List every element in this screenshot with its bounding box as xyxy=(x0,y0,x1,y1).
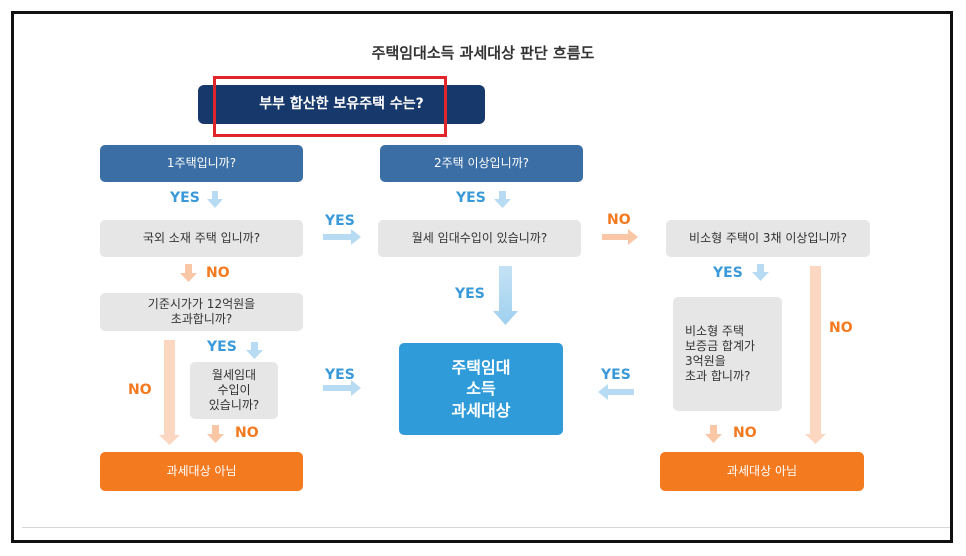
arrow-down-no-right xyxy=(705,425,722,443)
arrow-down-yes-2 xyxy=(246,342,263,359)
arrow-down-yes-1 xyxy=(207,191,223,208)
label-yes-top-right: YES xyxy=(325,213,355,229)
label-no-2: NO xyxy=(235,425,259,441)
overseas-house-question: 국외 소재 주택 입니까? xyxy=(100,220,303,257)
label-no-mid: NO xyxy=(607,212,631,228)
two-plus-houses-question: 2주택 이상입니까? xyxy=(380,145,583,182)
arrow-down-yes-right xyxy=(752,264,769,281)
price-over-1.2b-question: 기준시가가 12억원을 초과합니까? xyxy=(100,293,303,331)
arrow-down-no-1 xyxy=(180,264,197,282)
diagram-title: 주택임대소득 과세대상 판단 흐름도 xyxy=(371,44,595,62)
three-plus-non-small-question: 비소형 주택이 3채 이상입니까? xyxy=(666,220,870,257)
start-question: 부부 합산한 보유주택 수는? xyxy=(198,85,485,124)
monthly-rent-question-left: 월세임대 수입이 있습니까? xyxy=(190,362,278,419)
label-yes-mid-long: YES xyxy=(455,286,485,302)
arrow-right-yes-left xyxy=(323,380,361,396)
label-yes-2: YES xyxy=(207,339,237,355)
arrow-down-yes-mid xyxy=(494,191,511,208)
arrow-long-no-right xyxy=(805,266,826,444)
label-no-long-left: NO xyxy=(128,382,152,398)
deposit-over-300m-question: 비소형 주택 보증금 합계가 3억원을 초과 합니까? xyxy=(673,297,782,411)
arrow-long-yes-mid xyxy=(493,266,518,325)
arrow-down-no-2 xyxy=(207,425,224,443)
label-yes-right-left: YES xyxy=(601,367,631,383)
monthly-rent-question-mid: 월세 임대수입이 있습니까? xyxy=(378,220,581,257)
label-no-1: NO xyxy=(206,265,230,281)
bottom-divider xyxy=(22,527,950,528)
label-no-right: NO xyxy=(733,425,757,441)
arrow-right-yes-top xyxy=(323,229,361,245)
label-yes-mid: YES xyxy=(456,190,486,206)
arrow-long-no-left xyxy=(159,340,180,445)
arrow-left-yes-right xyxy=(598,384,634,400)
one-house-question: 1주택입니까? xyxy=(100,145,303,182)
label-yes-right: YES xyxy=(713,265,743,281)
arrow-right-no xyxy=(602,229,638,245)
not-taxable-right: 과세대상 아님 xyxy=(660,452,864,491)
label-no-long-right: NO xyxy=(829,320,853,336)
highlight-frame xyxy=(213,76,447,137)
not-taxable-left: 과세대상 아님 xyxy=(100,452,303,491)
label-yes-1: YES xyxy=(170,190,200,206)
label-yes-bottom-left: YES xyxy=(325,367,355,383)
taxable-result: 주택임대 소득 과세대상 xyxy=(399,343,563,435)
